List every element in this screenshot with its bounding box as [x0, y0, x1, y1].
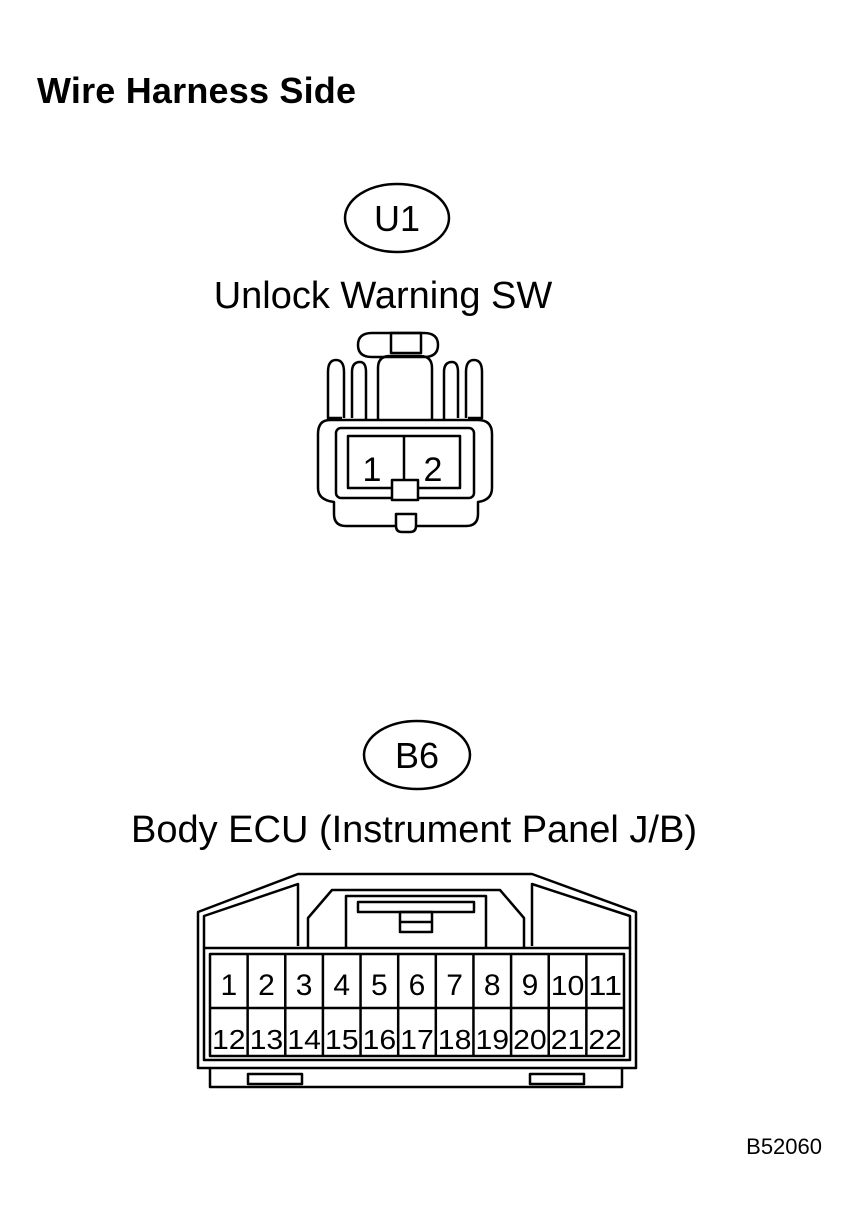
b6-pin-13: 13 [250, 1024, 284, 1055]
b6-pin-18: 18 [438, 1024, 472, 1055]
b6-pin-8: 8 [484, 969, 501, 1002]
b6-pin-6: 6 [409, 969, 426, 1002]
b6-pin-9: 9 [522, 969, 539, 1002]
b6-pin-2: 2 [258, 969, 275, 1002]
b6-pin-dividers [246, 954, 588, 1056]
b6-pin-12: 12 [212, 1024, 246, 1055]
b6-pin-10: 10 [551, 970, 585, 1001]
b6-pin-5: 5 [371, 969, 388, 1002]
u1-pin-1: 1 [363, 451, 382, 489]
b6-pin-20: 20 [513, 1024, 547, 1055]
connector-b6-code: B6 [395, 735, 439, 776]
u1-pin-2: 2 [424, 451, 443, 489]
b6-pin-1: 1 [220, 969, 237, 1002]
b6-pin-17: 17 [400, 1024, 434, 1055]
b6-pin-4: 4 [333, 969, 350, 1002]
connector-b6-body [196, 872, 638, 1089]
b6-pin-21: 21 [551, 1024, 585, 1055]
b6-pin-19: 19 [475, 1024, 509, 1055]
b6-pin-11: 11 [588, 970, 622, 1001]
b6-pin-3: 3 [296, 969, 313, 1002]
b6-pin-7: 7 [446, 969, 463, 1002]
connector-b6-code-ellipse [362, 719, 472, 791]
b6-pin-15: 15 [325, 1024, 359, 1055]
b6-pin-14: 14 [287, 1024, 321, 1055]
b6-pin-22: 22 [588, 1024, 622, 1055]
connector-u1-body [316, 331, 494, 534]
connector-u1-code: U1 [374, 198, 420, 239]
page-title: Wire Harness Side [37, 70, 357, 111]
connector-u1-code-ellipse [343, 182, 451, 254]
b6-pin-16: 16 [363, 1024, 397, 1055]
connector-u1-name: Unlock Warning SW [214, 275, 553, 317]
figure-code: B52060 [746, 1134, 822, 1159]
connector-u1: U1 Unlock Warning SW 1 2 [214, 182, 553, 534]
connector-b6-name: Body ECU (Instrument Panel J/B) [131, 809, 697, 851]
